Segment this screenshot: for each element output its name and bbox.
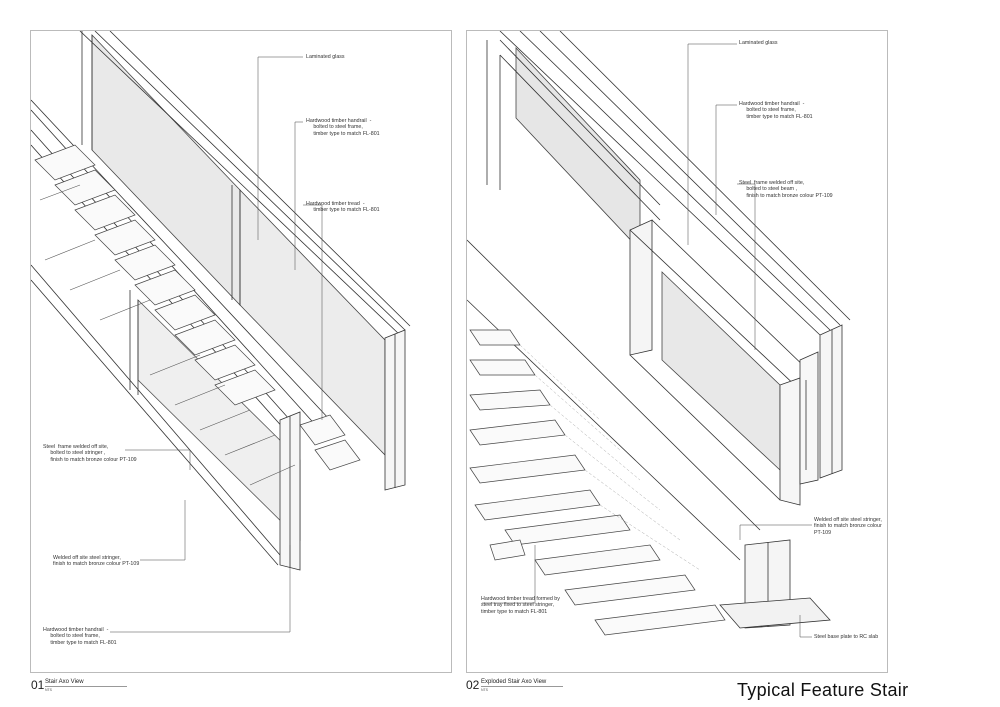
note-tread: Hardwood timber tread formed by steel tr… [481,596,560,615]
view-02-underline [481,686,563,687]
view-01-title: Stair Axo View [45,679,84,685]
view-02-number: 02 [466,678,480,692]
view-01-number: 01 [31,678,45,692]
note-steel-frame: Steel frame welded off site, bolted to s… [739,180,833,199]
view-02-title: Exploded Stair Axo View [481,679,547,685]
note-stringer: Welded off site steel stringer, finish t… [53,555,140,568]
note-handrail: Hardwood timber handrail - bolted to ste… [739,101,813,120]
note-tread: Hardwood timber tread - timber type to m… [306,201,380,214]
note-laminated-glass: Laminated glass [306,54,345,60]
sheet-title: Typical Feature Stair [737,680,909,700]
view-01-scale: NTS [45,688,52,692]
note-steel-frame: Steel frame welded off site, bolted to s… [43,444,137,463]
note-base-plate: Steel base plate to RC slab [814,634,879,640]
note-stringer: Welded off site steel stringer, finish t… [814,517,882,536]
note-handrail: Hardwood timber handrail - bolted to ste… [306,118,380,137]
view-01-underline [45,686,127,687]
view-02-scale: NTS [481,688,488,692]
note-laminated-glass: Laminated glass [739,40,778,46]
note-handrail-lower: Hardwood timber handrail - bolted to ste… [43,627,117,646]
